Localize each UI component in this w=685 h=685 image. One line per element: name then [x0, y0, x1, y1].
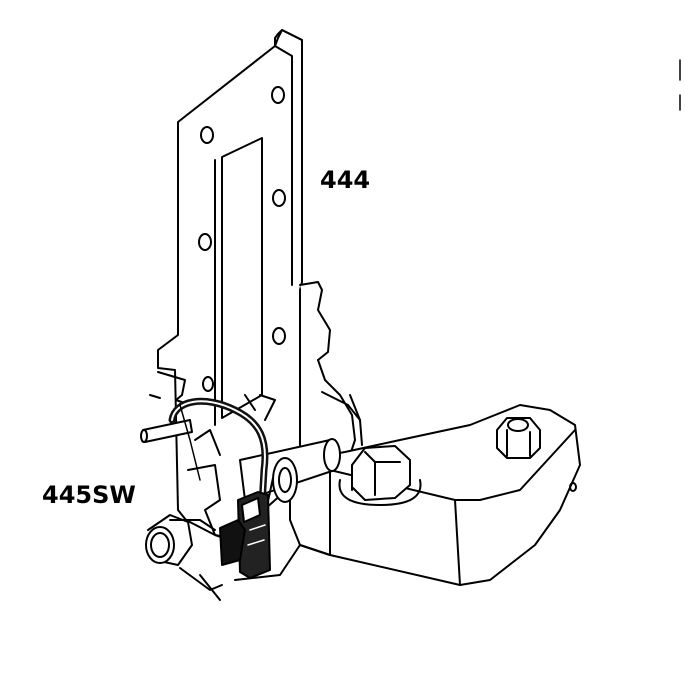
bracket-part-number: 444 [320, 166, 371, 194]
hex-bolt-icon [338, 445, 422, 506]
micro-switch-icon [219, 491, 271, 579]
left-pin [140, 419, 193, 443]
wire-harness-icon [168, 397, 269, 509]
round-boss [145, 514, 223, 601]
switch-part-number: 445SW [42, 481, 136, 509]
hex-nut [496, 417, 541, 459]
mounting-bracket-icon [149, 29, 331, 541]
cam-lever [317, 359, 363, 456]
